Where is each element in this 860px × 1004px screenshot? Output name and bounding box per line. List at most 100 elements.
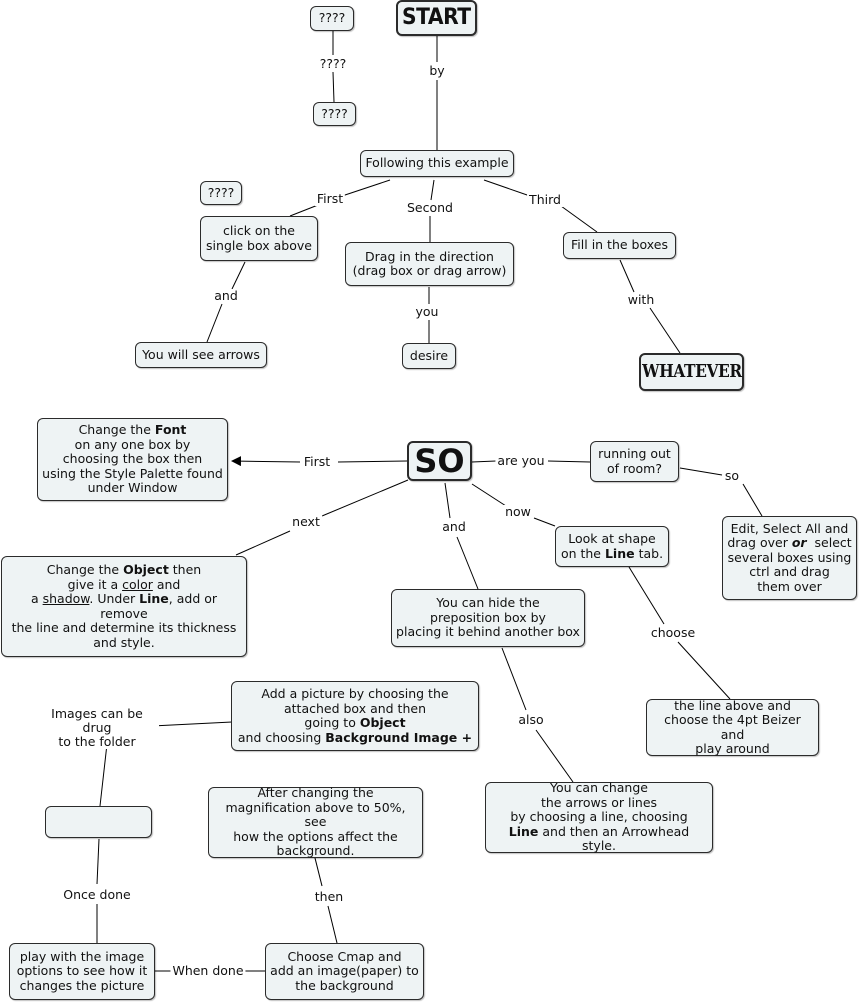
link-label-now[interactable]: now <box>503 504 533 519</box>
text-frag: . Under <box>89 591 140 606</box>
node-desire[interactable]: desire <box>402 343 456 369</box>
line-addpic-images <box>151 721 233 727</box>
node-whatever-text: WHATEVER <box>641 360 742 382</box>
text-frag: a <box>30 591 43 606</box>
node-add-picture-l4: and choosing Background Image + <box>237 729 473 746</box>
link-label-so[interactable]: so <box>722 468 742 483</box>
node-change-object-l5: and style. <box>93 634 155 650</box>
link-label-q[interactable]: ???? <box>317 56 349 71</box>
node-q2[interactable]: ???? <box>313 102 356 126</box>
node-q1[interactable]: ???? <box>310 6 354 31</box>
node-click-single[interactable]: click on the single box above <box>200 216 318 261</box>
node-hide-preposition-l1: You can hide the <box>436 595 540 611</box>
node-start[interactable]: START <box>396 0 477 36</box>
link-label-third[interactable]: Third <box>527 192 563 207</box>
node-so-text: SO <box>414 441 465 480</box>
node-play-image-l2: options to see how it <box>16 963 148 979</box>
text-bold-line: Line <box>604 545 635 561</box>
node-after-changing-l2: magnification above to 50%, see <box>225 799 406 830</box>
line-and-arrows <box>206 303 223 343</box>
link-label-images-drug[interactable]: Images can be drug to the folder <box>35 707 159 749</box>
node-change-object-l4: the line and determine its thickness <box>11 620 237 635</box>
node-change-object-l1: Change the Object then <box>47 562 201 578</box>
link-label-second[interactable]: Second <box>404 200 456 215</box>
link-label-are-you[interactable]: are you <box>495 453 547 468</box>
text-frag: give it a <box>67 576 123 592</box>
node-after-changing[interactable]: After changing the magnification above t… <box>208 786 423 858</box>
text-bold-bgimage: Background Image + <box>325 729 473 745</box>
link-label-first-2[interactable]: First <box>301 454 333 469</box>
node-change-object-l2: give it a color and <box>67 576 181 593</box>
node-so[interactable]: SO <box>407 441 472 481</box>
link-label-by[interactable]: by <box>427 63 447 78</box>
link-label-choose[interactable]: choose <box>648 625 698 640</box>
line-so-edit <box>742 483 763 517</box>
text-underline-shadow: shadow <box>42 591 90 606</box>
line-look-choose <box>628 566 665 625</box>
text-frag: going to <box>304 715 360 730</box>
node-change-arrows-l2: the arrows or lines <box>540 794 658 810</box>
line-qlink-q2 <box>332 71 335 103</box>
node-empty-box[interactable] <box>45 806 152 838</box>
link-label-then[interactable]: then <box>312 889 346 904</box>
node-choose-cmap[interactable]: Choose Cmap and add an image(paper) to t… <box>265 943 424 1000</box>
node-change-arrows[interactable]: You can change the arrows or lines by ch… <box>485 780 713 854</box>
node-hide-preposition-l3: placing it behind another box <box>396 624 580 640</box>
node-see-arrows[interactable]: You will see arrows <box>135 342 267 368</box>
link-label-next[interactable]: next <box>290 514 322 529</box>
link-label-and-1[interactable]: and <box>212 288 240 303</box>
node-fill-boxes[interactable]: Fill in the boxes <box>563 232 676 259</box>
text-bold-font: Font <box>154 422 187 438</box>
link-label-when-done[interactable]: When done <box>170 963 246 978</box>
line-third-fill <box>560 205 598 233</box>
node-fill-boxes-text: Fill in the boxes <box>571 237 668 253</box>
node-click-single-l1: click on the <box>223 223 295 238</box>
line-images-box <box>99 743 108 807</box>
node-drag-direction[interactable]: Drag in the direction (drag box or drag … <box>345 242 514 286</box>
line-first-font <box>231 456 301 467</box>
link-label-you[interactable]: you <box>413 304 441 319</box>
line-next-object <box>235 530 291 556</box>
node-q1-text: ???? <box>318 10 346 26</box>
node-running-out[interactable]: running out of room? <box>590 441 679 482</box>
line-running-so <box>679 467 723 476</box>
link-label-first-1[interactable]: First <box>314 191 346 206</box>
node-edit-select-l5: them over <box>757 578 822 594</box>
node-running-out-l1: running out <box>598 446 671 461</box>
line-so-next <box>321 479 409 517</box>
link-label-also[interactable]: also <box>516 712 546 727</box>
node-click-single-l2: single box above <box>206 237 312 253</box>
node-play-image[interactable]: play with the image options to see how i… <box>9 943 155 1000</box>
node-edit-select[interactable]: Edit, Select All and drag over or select… <box>722 516 857 600</box>
link-label-once-done[interactable]: Once done <box>61 887 133 902</box>
line-first-click <box>289 204 319 217</box>
node-hide-preposition[interactable]: You can hide the preposition box by plac… <box>391 589 585 647</box>
text-bold-line: Line <box>508 823 539 839</box>
node-line-above[interactable]: the line above and choose the 4pt Beizer… <box>646 698 819 756</box>
node-following[interactable]: Following this example <box>360 150 514 177</box>
link-label-with[interactable]: with <box>625 292 657 307</box>
node-q3[interactable]: ???? <box>200 181 242 205</box>
node-add-picture-l3: going to Object <box>304 715 405 731</box>
text-frag: , add or remove <box>100 591 218 621</box>
node-change-arrows-l4: Line and then an Arrowhead style. <box>490 823 708 854</box>
line-hide-also <box>501 647 527 711</box>
node-play-image-l3: changes the picture <box>19 977 145 993</box>
node-look-shape-l2: on the Line tab. <box>561 545 663 562</box>
text-bold-line: Line <box>139 591 169 606</box>
node-change-font[interactable]: Change the Font on any one box by choosi… <box>37 418 228 501</box>
node-following-text: Following this example <box>365 155 509 171</box>
line-fill-with <box>619 259 635 293</box>
node-look-shape[interactable]: Look at shape on the Line tab. <box>555 526 669 567</box>
line-so-areyou <box>471 460 497 463</box>
line-choose-lineabove <box>677 641 731 700</box>
node-add-picture[interactable]: Add a picture by choosing the attached b… <box>231 681 479 751</box>
node-whatever[interactable]: WHATEVER <box>639 353 744 391</box>
node-change-arrows-l1: You can change <box>550 780 648 796</box>
line-following-second <box>430 179 435 201</box>
text-frag: and choosing <box>237 729 326 745</box>
link-label-and-2[interactable]: and <box>440 519 468 534</box>
line-with-whatever <box>649 307 681 354</box>
node-change-object[interactable]: Change the Object then give it a color a… <box>1 556 247 657</box>
